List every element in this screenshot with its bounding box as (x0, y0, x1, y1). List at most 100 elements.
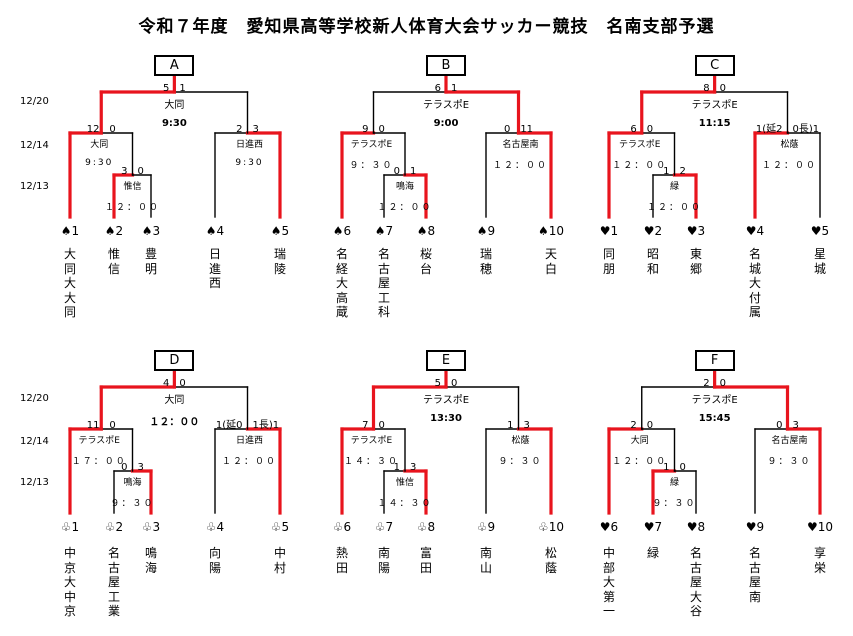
date-final: 12/20 (20, 96, 49, 107)
match-venue: 名古屋南 (502, 140, 539, 150)
date-final: 12/20 (20, 393, 49, 404)
team-name: 向陽 (208, 546, 221, 575)
team-name: 豊明 (144, 247, 157, 276)
match-score: 0 3 (776, 420, 799, 431)
final-time: 13:30 (430, 413, 462, 424)
team-name: 享栄 (813, 546, 826, 575)
final-venue: 大同 (164, 100, 185, 111)
team-seed: ♧9 (476, 520, 496, 534)
final-score: 6 1 (434, 83, 458, 94)
match-time: ９：３０ (767, 457, 812, 467)
team-seed: ♧5 (270, 520, 290, 534)
final-venue: テラスポE (691, 100, 738, 111)
team-name: 富田 (419, 546, 432, 575)
match-time: １７：００ (71, 457, 127, 467)
final-score: 2 0 (703, 378, 726, 389)
team-name: 瑞陵 (273, 247, 286, 276)
team-seed: ♧7 (374, 520, 394, 534)
team-seed: ♥1 (599, 224, 619, 238)
team-name: 松蔭 (544, 546, 557, 575)
match-venue: 鳴海 (395, 182, 415, 192)
match-time: １２：００ (761, 161, 818, 171)
final-score: 4 0 (163, 378, 186, 389)
team-name: 日進西 (208, 247, 221, 290)
team-name: 昭和 (646, 247, 659, 276)
match-venue: 名古屋南 (771, 436, 808, 446)
team-seed: ♠2 (104, 224, 124, 238)
match-time: ９：３０ (349, 161, 394, 171)
match-score: 1(延2 0長)1 (755, 124, 820, 135)
match-score: 12 0 (86, 124, 116, 135)
team-seed: ♠4 (205, 224, 225, 238)
final-venue: テラスポE (422, 100, 470, 111)
final-time: １２：００ (149, 417, 200, 428)
team-name: 東郷 (689, 247, 702, 276)
match-venue: 日進西 (235, 140, 264, 150)
team-seed: ♧6 (332, 520, 352, 534)
team-seed: ♠1 (60, 224, 80, 238)
match-venue: テラスポE (350, 140, 393, 150)
match-venue: テラスポE (78, 436, 121, 446)
date-round2: 12/14 (20, 140, 49, 151)
team-seed: ♥5 (810, 224, 830, 238)
match-score: 2 0 (630, 420, 654, 431)
team-seed: ♠8 (416, 224, 436, 238)
team-name: 名古屋大谷 (689, 546, 702, 618)
date-round1: 12/13 (20, 477, 49, 488)
team-name: 名城大付属 (748, 247, 761, 319)
team-name: 瑞穂 (479, 247, 492, 276)
team-name: 熱田 (335, 546, 348, 575)
match-score: 1(延0 1長)1 (215, 420, 280, 431)
team-seed: ♥6 (599, 520, 619, 534)
team-seed: ♥10 (806, 520, 834, 534)
final-venue: テラスポE (422, 395, 470, 406)
match-time: １２：００ (646, 203, 703, 213)
team-name: 緑 (646, 546, 659, 560)
match-venue: 松蔭 (511, 436, 530, 446)
team-name: 桜台 (419, 247, 432, 276)
match-score: 6 0 (630, 124, 654, 135)
block-label: B (426, 55, 466, 76)
date-round2: 12/14 (20, 436, 49, 447)
team-seed: ♥7 (643, 520, 663, 534)
match-score: 2 3 (236, 124, 259, 135)
team-name: 中村 (273, 546, 286, 575)
team-name: 大同大大同 (63, 247, 76, 319)
team-name: 南陽 (377, 546, 390, 575)
final-time: 9:30 (161, 118, 187, 129)
match-score: 1 2 (663, 166, 686, 177)
match-venue: テラスポE (350, 436, 393, 446)
match-score: 9 0 (362, 124, 385, 135)
team-seed: ♧10 (537, 520, 565, 534)
team-seed: ♥4 (745, 224, 765, 238)
team-seed: ♠7 (374, 224, 394, 238)
match-time: １２：００ (612, 161, 668, 171)
team-name: 鳴海 (144, 546, 157, 575)
team-seed: ♧4 (205, 520, 225, 534)
team-seed: ♧8 (416, 520, 436, 534)
match-time: １２：００ (377, 203, 433, 213)
team-seed: ♠5 (270, 224, 290, 238)
block-label: C (694, 55, 735, 76)
team-name: 南山 (479, 546, 492, 575)
match-venue: 大同 (90, 140, 109, 150)
match-venue: 緑 (669, 182, 680, 192)
match-score: 0 11 (503, 124, 534, 135)
match-time: １４：３０ (377, 499, 433, 509)
team-seed: ♥2 (643, 224, 663, 238)
match-time: 9:30 (85, 158, 114, 168)
match-score: 1 3 (507, 420, 530, 431)
team-name: 中部大第一 (602, 546, 615, 618)
team-name: 星城 (813, 247, 826, 276)
team-seed: ♥3 (686, 224, 706, 238)
match-time: 9:30 (235, 158, 264, 168)
match-time: １４：３０ (343, 457, 400, 467)
match-venue: 日進西 (235, 436, 264, 446)
match-score: 1 3 (393, 462, 417, 473)
final-score: 5 1 (163, 83, 186, 94)
final-score: 5 0 (434, 378, 458, 389)
team-name: 名経大高蔵 (335, 247, 348, 319)
team-name: 名古屋工科 (377, 247, 390, 319)
match-score: 1 0 (663, 462, 686, 473)
